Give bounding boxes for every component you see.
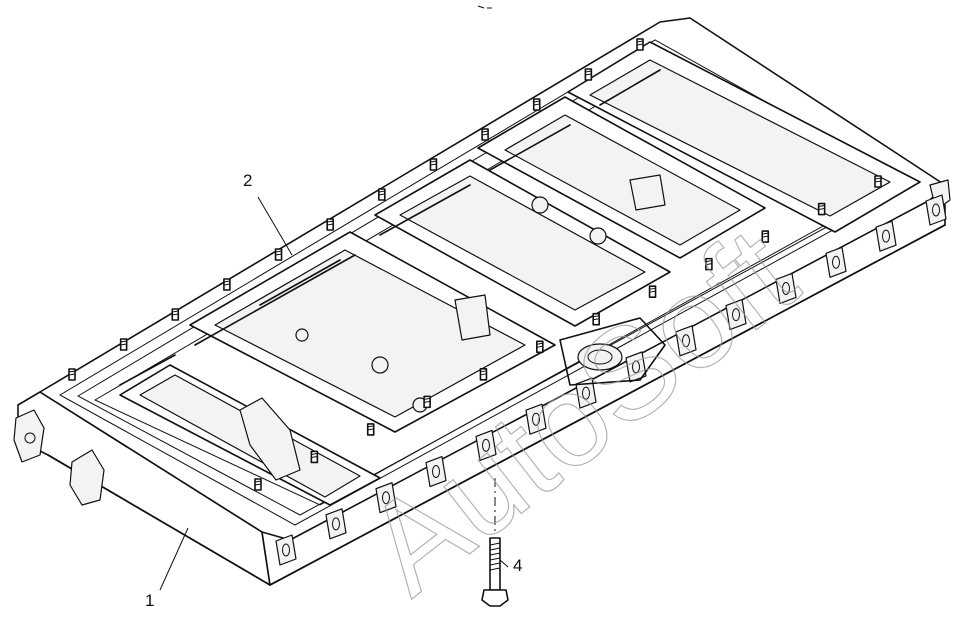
bolt-boss <box>825 246 847 278</box>
bolt-boss <box>525 403 547 435</box>
stud-icon <box>423 395 431 409</box>
stud-icon <box>636 38 644 51</box>
stud-icon <box>310 450 319 464</box>
bolt-boss <box>425 455 447 488</box>
bolt-boss <box>625 351 647 383</box>
stud-icon <box>254 478 262 491</box>
bolt-boss-hole <box>482 438 490 452</box>
bolt-boss-hole <box>332 517 340 531</box>
stud-icon <box>705 257 713 271</box>
bolt-boss-hole <box>532 412 540 426</box>
top-artifact-mark <box>477 5 492 9</box>
leader-line-2 <box>257 196 293 256</box>
bolt-boss <box>325 508 347 540</box>
bolt-boss-hole <box>382 491 390 505</box>
stud-icon <box>274 248 283 261</box>
oil-pan-bolt-bosses <box>275 194 947 566</box>
stud-icon <box>817 202 826 216</box>
stud-icon <box>584 68 593 81</box>
bolt-boss <box>575 377 597 409</box>
stud-icon <box>171 308 180 321</box>
bolt-boss <box>775 272 797 305</box>
stud-icon <box>378 188 386 201</box>
bolt-boss-hole <box>432 465 440 479</box>
stud-icon <box>874 175 882 188</box>
bolt-boss-hole <box>582 386 590 400</box>
stud-icon <box>326 218 334 231</box>
bolt-boss-hole <box>932 203 940 217</box>
bolt-boss-hole <box>832 255 840 269</box>
stud-icon <box>429 158 438 171</box>
stud-icon <box>68 368 76 381</box>
leader-line-1 <box>159 527 189 591</box>
callout-leaders <box>159 196 509 591</box>
bolt-boss <box>725 299 747 331</box>
bolt-boss-hole <box>732 308 740 322</box>
stud-icon <box>119 338 128 351</box>
bolt-boss <box>475 429 497 461</box>
stud-icon <box>223 278 231 291</box>
stud-icon <box>761 230 770 243</box>
stud-icon <box>481 128 489 141</box>
bolt-boss-hole <box>782 281 790 295</box>
bolt-boss <box>275 534 297 566</box>
bolt-boss-hole <box>882 229 890 243</box>
bolt-boss <box>875 220 897 252</box>
stud-icon <box>479 368 488 381</box>
bolt-boss-hole <box>682 334 690 348</box>
callout-label-1: 1 <box>145 591 154 610</box>
rim-studs <box>68 38 882 491</box>
stud-icon <box>648 285 657 298</box>
callout-label-2: 2 <box>243 171 252 190</box>
gasket <box>93 41 921 506</box>
callout-label-4: 4 <box>513 556 522 575</box>
bolt-boss-hole <box>632 360 640 374</box>
stud-icon <box>366 423 375 436</box>
stud-icon <box>592 312 600 326</box>
bolt-boss-hole <box>282 543 290 557</box>
bolt-boss <box>675 325 697 357</box>
bolt <box>481 478 509 607</box>
bolt-boss <box>925 194 947 226</box>
leader-line-4 <box>499 559 509 568</box>
bolt-boss <box>375 482 397 514</box>
stud-icon <box>536 340 544 354</box>
stud-icon <box>532 98 541 111</box>
